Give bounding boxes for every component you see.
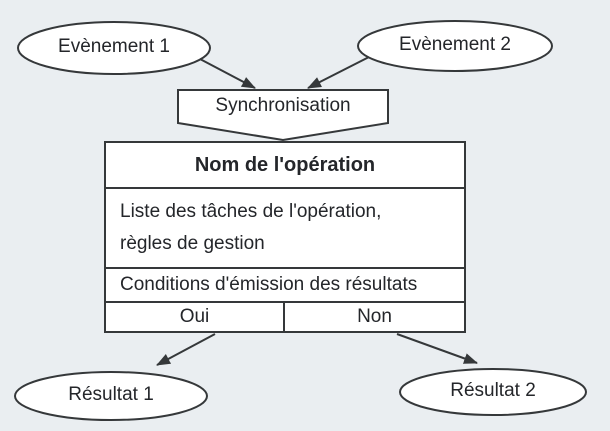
operation-conditions: Conditions d'émission des résultats (106, 267, 464, 301)
synchronisation-label: Synchronisation (215, 95, 351, 116)
outcome-oui-cell: Oui (179, 306, 210, 327)
event-1-label: Evènement 1 (58, 36, 170, 57)
event-2-label: Evènement 2 (399, 34, 511, 55)
event-2-ellipse (357, 20, 553, 72)
result-1-label: Résultat 1 (68, 384, 154, 405)
operation-box: Nom de l'opération Liste des tâches de l… (104, 141, 466, 333)
operation-outcomes-row: Oui Non (106, 301, 464, 331)
operation-task-list-line1: Liste des tâches de l'opération, (120, 201, 382, 222)
arrow-event1-to-sync (199, 58, 256, 89)
event-1-ellipse (17, 21, 211, 75)
arrow-event2-to-sync (307, 56, 370, 89)
arrow-oui-to-result1 (156, 333, 216, 366)
operation-title: Nom de l'opération (194, 153, 376, 176)
synchronisation-shape (177, 89, 389, 142)
operation-task-list: Liste des tâches de l'opération, règles … (106, 187, 464, 267)
result-2-ellipse (399, 368, 587, 416)
arrow-non-to-result2 (396, 333, 478, 364)
outcome-non-cell: Non (283, 303, 464, 331)
result-1-ellipse (14, 371, 208, 421)
result-2-label: Résultat 2 (450, 380, 536, 401)
operation-task-list-line2: règles de gestion (120, 233, 265, 254)
